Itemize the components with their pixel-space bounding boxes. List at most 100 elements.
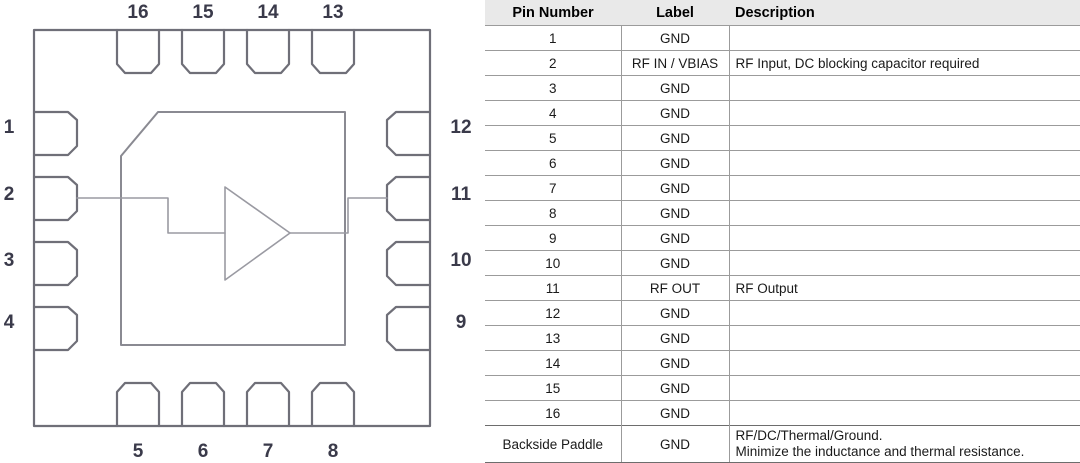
pin-pad-16 xyxy=(115,28,161,75)
cell-description xyxy=(729,375,1080,401)
column-header-pin-number: Pin Number xyxy=(485,0,621,26)
pin-label-7: 7 xyxy=(263,441,274,461)
cell-label: GND xyxy=(621,400,730,426)
cell-label: GND xyxy=(621,25,730,51)
cell-pin-number: 10 xyxy=(485,250,622,276)
cell-label: GND xyxy=(621,175,730,201)
pin-pad-10 xyxy=(385,240,432,287)
cell-description xyxy=(729,75,1080,101)
pin-pad-8 xyxy=(310,381,356,428)
pin-pad-11 xyxy=(385,175,432,222)
cell-description xyxy=(729,200,1080,226)
cell-pin-number: 3 xyxy=(485,75,622,101)
pin-label-2: 2 xyxy=(4,184,15,205)
pin-label-9: 9 xyxy=(456,312,467,333)
column-header-description: Description xyxy=(729,0,1080,26)
cell-label: GND xyxy=(621,225,730,251)
pin-pad-7 xyxy=(245,381,291,428)
cell-pin-number: 9 xyxy=(485,225,622,251)
description-line-1: RF/DC/Thermal/Ground. xyxy=(735,427,883,443)
cell-description xyxy=(729,175,1080,201)
package-pinout-diagram: 16 15 14 13 5 6 7 8 1 2 3 4 12 11 10 9 xyxy=(0,0,480,461)
cell-pin-number: 14 xyxy=(485,350,622,376)
cell-description xyxy=(729,250,1080,276)
cell-description xyxy=(729,325,1080,351)
cell-description: RF Output xyxy=(729,275,1080,301)
pin-pad-5 xyxy=(115,381,161,428)
pin-pad-6 xyxy=(180,381,226,428)
pin-label-15: 15 xyxy=(192,2,214,23)
cell-description xyxy=(729,25,1080,51)
cell-description xyxy=(729,100,1080,126)
pin-label-11: 11 xyxy=(451,184,472,205)
pin-pad-12 xyxy=(385,110,432,157)
column-header-label: Label xyxy=(621,0,729,26)
rf-input-trace xyxy=(76,197,226,234)
cell-label: GND xyxy=(621,100,730,126)
pin-label-13: 13 xyxy=(322,2,343,23)
cell-description xyxy=(729,300,1080,326)
cell-description xyxy=(729,350,1080,376)
pin-label-4: 4 xyxy=(4,312,15,333)
pin-pad-15 xyxy=(180,28,226,75)
cell-pin-number: 15 xyxy=(485,375,622,401)
cell-pin-number: 11 xyxy=(485,275,622,301)
die-outline xyxy=(120,111,346,346)
cell-pin-number: 8 xyxy=(485,200,622,226)
pin-label-10: 10 xyxy=(450,250,471,271)
pin-label-1: 1 xyxy=(4,117,15,138)
pin-pad-4 xyxy=(32,305,79,352)
table-header-row: Pin Number Label Description xyxy=(485,0,1080,26)
cell-label: GND xyxy=(621,425,730,463)
cell-label: GND xyxy=(621,125,730,151)
pin-label-8: 8 xyxy=(328,441,339,461)
rf-output-trace xyxy=(289,197,388,234)
pin-pad-14 xyxy=(245,28,291,75)
cell-label: GND xyxy=(621,150,730,176)
cell-description xyxy=(729,400,1080,426)
pin-label-14: 14 xyxy=(257,2,279,23)
pin-label-6: 6 xyxy=(198,441,209,461)
cell-label: GND xyxy=(621,350,730,376)
cell-label: RF OUT xyxy=(621,275,730,301)
cell-label: RF IN / VBIAS xyxy=(621,50,730,76)
pin-label-3: 3 xyxy=(4,250,15,271)
cell-pin-number: 13 xyxy=(485,325,622,351)
cell-description xyxy=(729,150,1080,176)
pin-pad-9 xyxy=(385,305,432,352)
package-outline-svg: 16 15 14 13 5 6 7 8 1 2 3 4 12 11 10 9 xyxy=(4,2,472,461)
table-header: Pin Number Label Description xyxy=(485,0,1080,26)
cell-description xyxy=(729,125,1080,151)
cell-description xyxy=(729,225,1080,251)
pin-label-12: 12 xyxy=(450,117,471,138)
pin-label-16: 16 xyxy=(127,2,148,23)
description-line-2: Minimize the inductance and thermal resi… xyxy=(735,444,1025,459)
package-body-outline xyxy=(32,28,432,428)
cell-pin-number: 2 xyxy=(485,50,622,76)
cell-pin-number: 5 xyxy=(485,125,622,151)
cell-label: GND xyxy=(621,325,730,351)
cell-pin-number: 7 xyxy=(485,175,622,201)
pin-pad-2 xyxy=(32,175,79,222)
cell-pin-number: 1 xyxy=(485,25,622,51)
pin-pad-3 xyxy=(32,240,79,287)
